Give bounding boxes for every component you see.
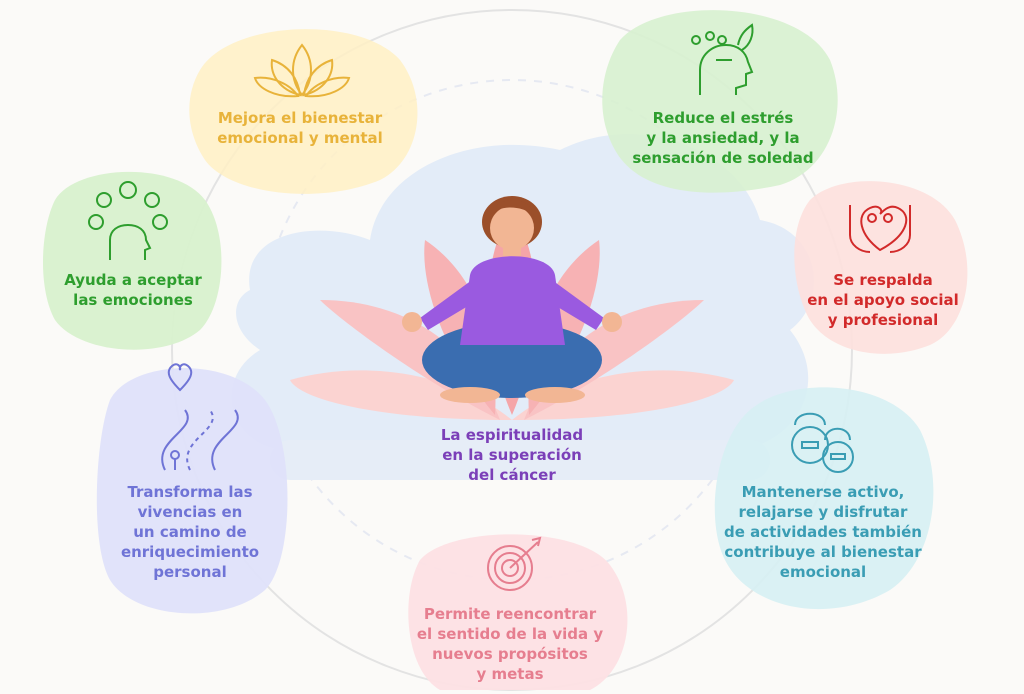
blob-transform [96, 368, 288, 614]
kettlebells-icon [791, 412, 854, 473]
blob-support [794, 181, 968, 354]
blob-purpose [408, 534, 628, 690]
head-leaves-icon [691, 23, 754, 95]
blob-stress [602, 10, 838, 193]
label-purpose: Permite reencontrar el sentido de la vid… [416, 605, 604, 683]
road-heart-icon [161, 363, 239, 471]
blob-active [714, 387, 934, 610]
label-active: Mantenerse activo, relajarse y disfrutar… [724, 483, 922, 581]
meditating-woman [402, 196, 622, 403]
label-emotional: Mejora el bienestar emocional y mental [217, 109, 383, 147]
blob-accept [42, 171, 222, 350]
label-accept: Ayuda a aceptar las emociones [64, 271, 202, 309]
label-transform: Transforma las vivencias en un camino de… [120, 483, 260, 581]
hands-heart-people-icon [849, 205, 911, 253]
blob-emotional [189, 29, 418, 194]
lotus-icon [253, 43, 351, 98]
target-icon [487, 536, 542, 591]
label-stress: Reduce el estrés y la ansiedad, y la sen… [632, 109, 814, 167]
center-title: La espiritualidad en la superación del c… [440, 426, 584, 484]
head-faces-icon [88, 181, 168, 260]
label-support: Se respalda en el apoyo social y profesi… [807, 271, 959, 329]
